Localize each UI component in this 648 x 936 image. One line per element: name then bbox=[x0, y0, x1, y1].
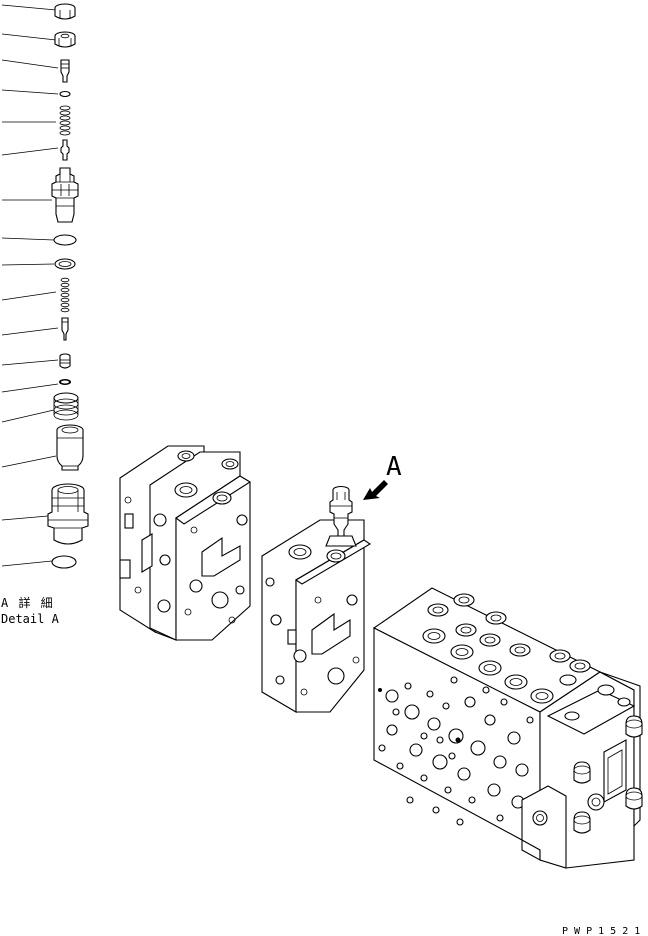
piston-part bbox=[61, 317, 69, 341]
valve-seat-part bbox=[47, 483, 89, 545]
exploded-parts-stack bbox=[1, 3, 89, 569]
top-ports bbox=[422, 593, 631, 721]
cap-nut-part bbox=[54, 3, 76, 20]
left-valve-section bbox=[119, 445, 252, 641]
main-poppet-part bbox=[56, 424, 84, 471]
lock-nut-part bbox=[54, 31, 76, 48]
bottom-o-ring-part bbox=[51, 555, 77, 569]
middle-spring-part bbox=[60, 277, 70, 313]
relief-valve-cartridge bbox=[325, 485, 357, 547]
large-o-ring-part bbox=[53, 234, 77, 246]
leader-lines bbox=[1, 4, 59, 567]
middle-valve-section bbox=[261, 480, 388, 713]
valve-body-part bbox=[51, 167, 79, 223]
retaining-ring-part bbox=[59, 379, 71, 385]
detail-caption-english: Detail A bbox=[1, 612, 60, 626]
pilot-poppet-part bbox=[60, 139, 70, 161]
adjust-screw-part bbox=[60, 59, 70, 83]
main-valve-block bbox=[372, 587, 643, 869]
sleeve-part bbox=[59, 353, 71, 369]
small-o-ring-part bbox=[59, 90, 71, 98]
backup-ring-part bbox=[54, 258, 76, 270]
view-a-arrow bbox=[363, 480, 388, 500]
drawing-code: P W P 1 5 2 1 bbox=[562, 926, 640, 936]
large-spring-part bbox=[53, 392, 79, 421]
upper-spring-part bbox=[59, 105, 71, 136]
end-plate-bolts bbox=[573, 715, 643, 834]
view-marker-letter: A bbox=[386, 452, 402, 482]
detail-caption-japanese: A 詳 細 bbox=[1, 595, 54, 610]
